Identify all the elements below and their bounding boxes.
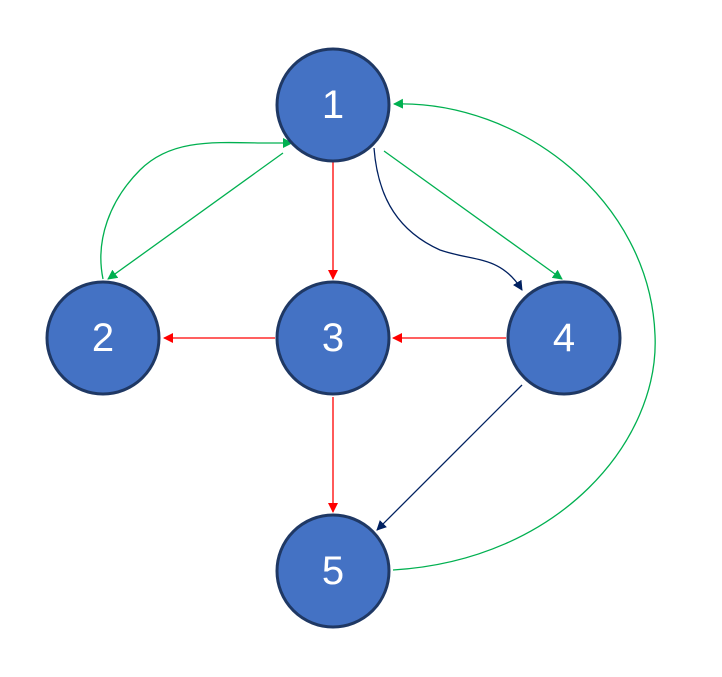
- node-5-circle: [275, 513, 391, 629]
- nodes: 1 2 3 4 5: [45, 47, 622, 629]
- edges: [100, 98, 656, 571]
- node-3: 3: [275, 280, 391, 396]
- node-1-label: 1: [322, 83, 344, 127]
- node-1-circle: [275, 47, 391, 163]
- node-1: 1: [275, 47, 391, 163]
- node-2-circle: [45, 280, 161, 396]
- edge-5-to-1: [392, 98, 656, 571]
- node-4: 4: [506, 280, 622, 396]
- node-4-circle: [506, 280, 622, 396]
- edge-2-to-1: [100, 138, 293, 280]
- node-3-circle: [275, 280, 391, 396]
- edge-1-to-2: [107, 152, 284, 280]
- edge-1-to-4-curved: [373, 147, 523, 291]
- node-5: 5: [275, 513, 391, 629]
- node-2-label: 2: [92, 316, 114, 360]
- node-5-label: 5: [322, 549, 344, 593]
- node-4-label: 4: [553, 316, 575, 360]
- edge-4-to-5: [376, 384, 523, 531]
- edge-1-to-4-straight: [383, 150, 563, 280]
- node-2: 2: [45, 280, 161, 396]
- node-3-label: 3: [322, 316, 344, 360]
